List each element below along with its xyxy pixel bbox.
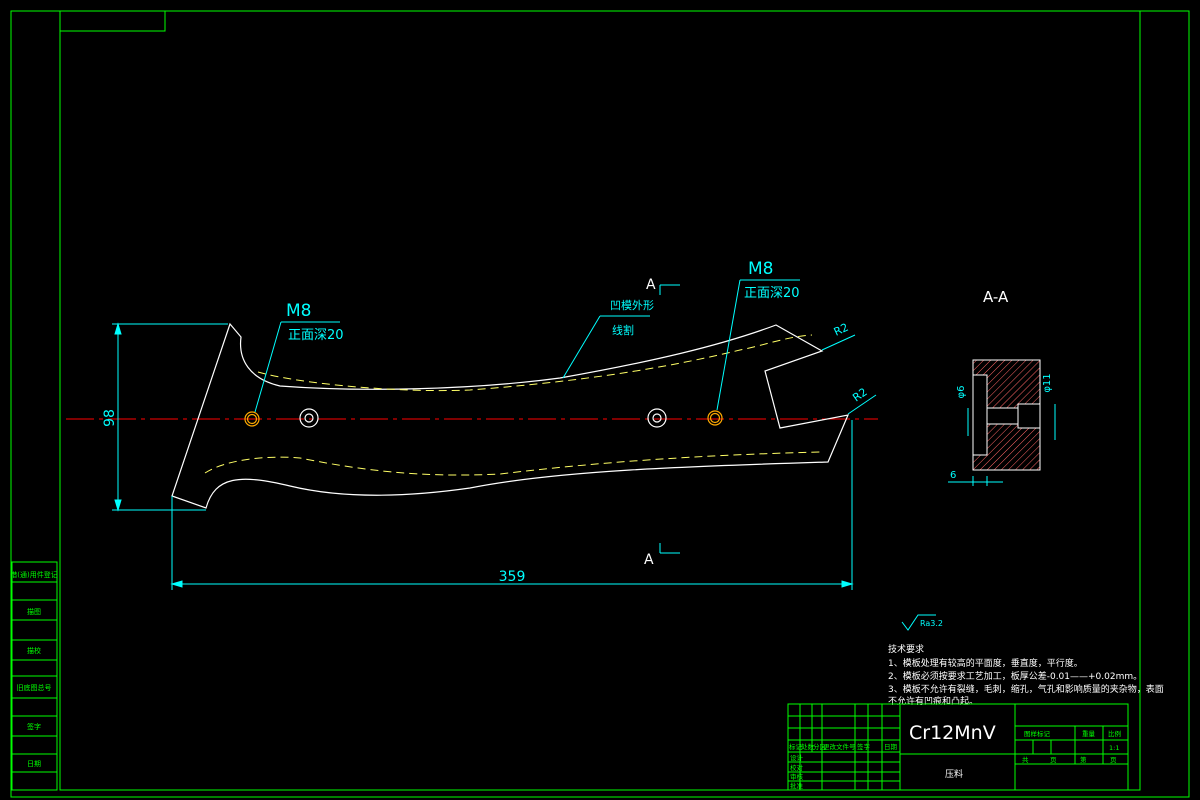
section-view-label: A-A [983,288,1009,306]
pin-hole-left [299,408,319,428]
height-dimension-text: 98 [102,409,118,427]
thread-hole-right-inner [709,412,721,424]
hidden-contours [204,334,821,476]
sheet-current-prefix: 第 [1080,755,1087,764]
material-label: Cr12MnV [909,722,996,744]
thread-left-label: M8 [286,301,311,321]
role-approve: 批准 [790,781,804,790]
section-dim-depth: 6 [950,470,956,481]
stage-label-scale: 比例 [1108,729,1121,738]
thread-right-leader [716,279,741,411]
pin-hole-right [647,408,667,428]
thread-right-depth: 正面深20 [744,286,800,301]
part-outline [171,322,849,509]
sheet-total-suffix: 页 [1050,756,1057,764]
role-design: 设计 [790,753,804,762]
inner-border [59,10,1141,791]
side-label-old-drawing-no: 旧底图总号 [17,683,52,692]
tech-requirements-title: 技术要求 [888,643,924,655]
surface-finish-value: Ra3.2 [920,619,943,628]
section-view: φ6 φ11 6 [948,359,1056,486]
length-dimension-text: 359 [499,569,526,585]
side-strip [11,561,58,791]
side-label-trace-check: 描校 [27,646,41,655]
stage-label-mark: 图样标记 [1024,729,1051,738]
sheet-total-prefix: 共 [1022,755,1029,764]
role-check: 校对 [790,763,804,772]
side-label-date: 日期 [27,760,41,768]
side-label-signature: 签字 [27,722,41,731]
section-marker-top: A [646,277,656,293]
section-dim-small-hole: φ6 [956,386,967,399]
side-label-trace: 描图 [27,607,41,616]
profile-note-leader [562,315,601,379]
thread-hole-left-inner [246,413,258,425]
thread-hole-left [244,411,260,427]
rev-header-date: 日期 [884,743,898,751]
dimensions [112,279,877,590]
tech-requirement-3: 3、模板不允许有裂缝，毛刺，缩孔，气孔和影响质量的夹杂物，表面 [888,683,1164,695]
rev-header-count: 处数 [801,742,815,751]
radius-label-1: R2 [832,321,851,339]
pin-hole-left-inner [304,413,314,423]
thread-left-leader [254,321,282,413]
lower-hidden-line [204,451,821,476]
thread-right-label: M8 [748,259,773,279]
section-dim-large-hole: φ11 [1042,373,1053,392]
role-review: 审核 [790,772,804,781]
section-bore-large [1017,403,1041,429]
rev-header-signature: 签字 [857,742,871,751]
surface-finish-symbol: Ra3.2 [901,614,943,631]
rev-header-change-doc: 更改文件号 [823,742,856,751]
title-block-frame [787,703,1129,791]
corner-code-box [59,10,166,32]
rev-header-zone: 分区 [813,742,827,751]
profile-note-line2: 线割 [612,323,634,337]
sheet-current-suffix: 页 [1110,756,1117,764]
pin-hole-right-inner [652,413,662,423]
tech-requirement-2: 2、模板必须按要求工艺加工，板厚公差-0.01——+0.02mm。 [888,670,1142,682]
upper-hidden-line [257,334,813,392]
drawing-frame [10,10,1190,798]
profile-note-line1: 凹模外形 [610,299,654,312]
thread-hole-right [707,410,723,426]
tech-requirement-4: 不允许有凹痕和凸起。 [888,695,978,707]
tech-requirement-1: 1、模板处理有较高的平面度，垂直度，平行度。 [888,657,1083,669]
stage-label-weight: 重量 [1082,730,1096,738]
title-block [787,703,1129,791]
rev-header-mark: 标记 [789,742,803,751]
section-step [972,374,988,456]
holes [244,408,723,428]
part-name-label: 压料 [945,768,963,780]
thread-left-depth: 正面深20 [288,328,344,343]
scale-value: 1:1 [1109,744,1119,752]
tech-requirements: 技术要求 1、模板处理有较高的平面度，垂直度，平行度。 2、模板必须按要求工艺加… [888,643,1164,707]
side-label-borrowed: 借(通)用件登记 [10,570,57,579]
section-marker-bottom: A [644,552,654,568]
